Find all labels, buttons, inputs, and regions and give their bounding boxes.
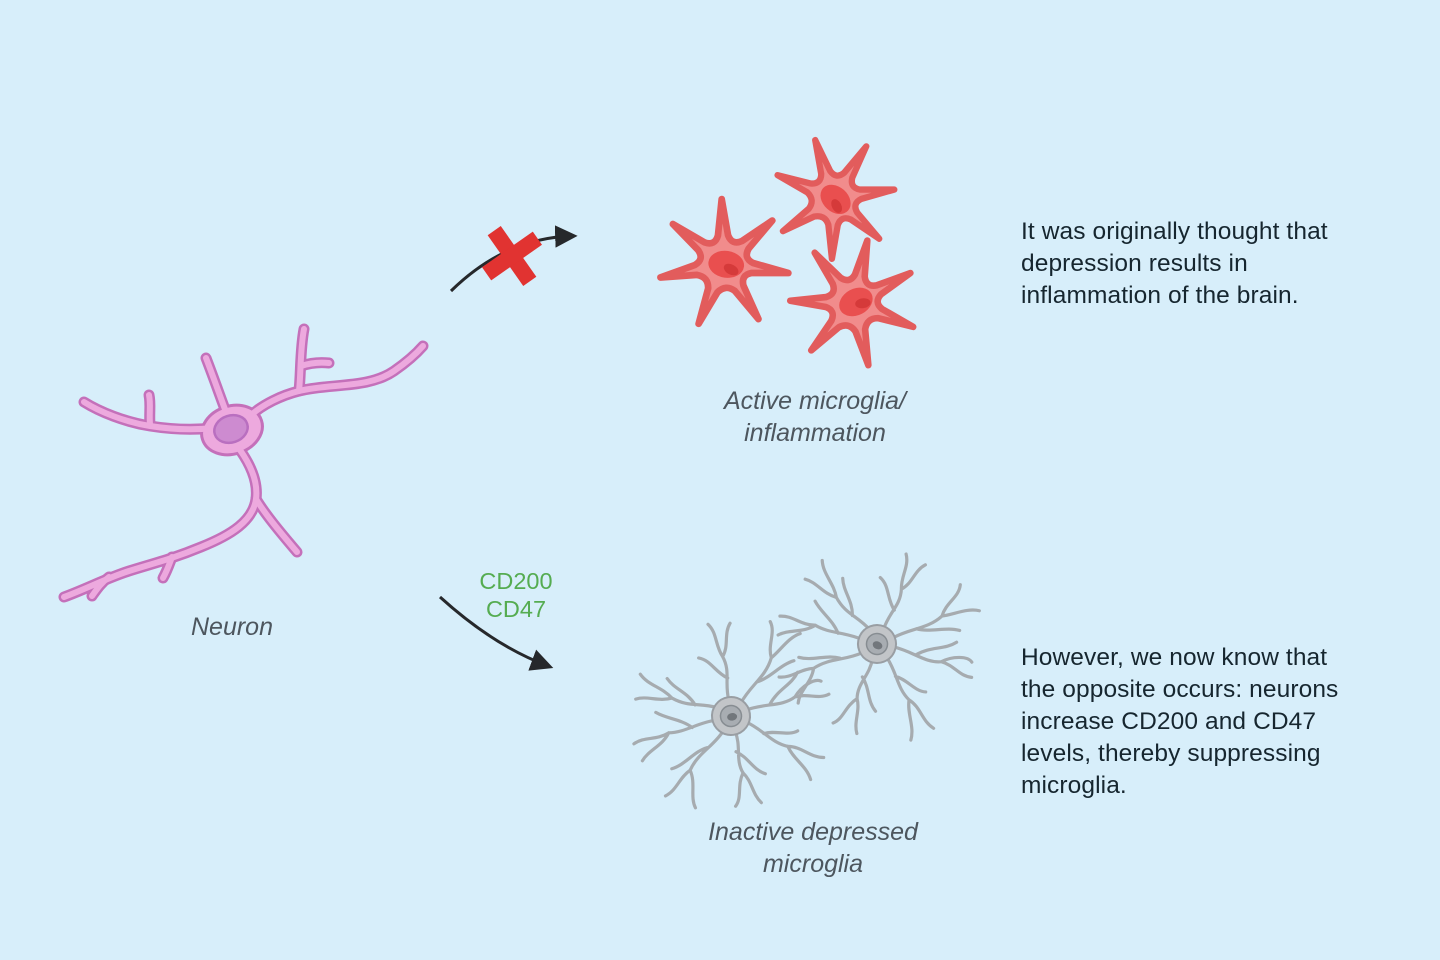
- label-neuron: Neuron: [191, 613, 273, 641]
- neuron-nucleus: [213, 413, 249, 445]
- caption-line: However, we now know that: [1021, 644, 1328, 671]
- inactive-microglia-cell: [617, 607, 845, 821]
- caption-line: increase CD200 and CD47: [1021, 708, 1317, 735]
- neuron-dendrites-outline: [58, 323, 429, 603]
- caption-line: microglia.: [1021, 772, 1127, 799]
- red-cross-icon: [482, 226, 542, 286]
- active-microglia-cell: [772, 218, 940, 386]
- inactive-microglia-group: [617, 515, 1009, 821]
- caption-original-belief: It was originally thought that depressio…: [1021, 216, 1401, 312]
- label-line: microglia: [762, 850, 864, 878]
- label-cd200-cd47: CD200 CD47: [446, 567, 586, 623]
- active-microglia-cell: [752, 115, 919, 282]
- active-microglia-group: [655, 115, 939, 385]
- caption-line: levels, thereby suppressing: [1021, 740, 1321, 767]
- label-active-microglia: Active microglia/ inflammation: [640, 385, 990, 449]
- caption-line: depression results in: [1021, 250, 1248, 277]
- label-line: Inactive depressed: [708, 818, 918, 846]
- caption-line: It was originally thought that: [1021, 218, 1328, 245]
- active-microglia-cell: [655, 192, 797, 335]
- suppression-pathway-arrow: [438, 595, 554, 671]
- cross-bar: [482, 231, 542, 281]
- molecule-name: CD200: [479, 568, 553, 594]
- label-inactive-microglia: Inactive depressed microglia: [638, 816, 988, 880]
- caption-current-knowledge: However, we now know that the opposite o…: [1021, 642, 1411, 802]
- label-line: Active microglia/: [724, 387, 906, 415]
- molecule-name: CD47: [485, 596, 547, 622]
- caption-line: inflammation of the brain.: [1021, 282, 1299, 309]
- neuron-illustration: [58, 323, 429, 603]
- label-line: inflammation: [744, 419, 886, 447]
- neuron-dendrites-fill: [61, 326, 426, 600]
- caption-line: the opposite occurs: neurons: [1021, 676, 1339, 703]
